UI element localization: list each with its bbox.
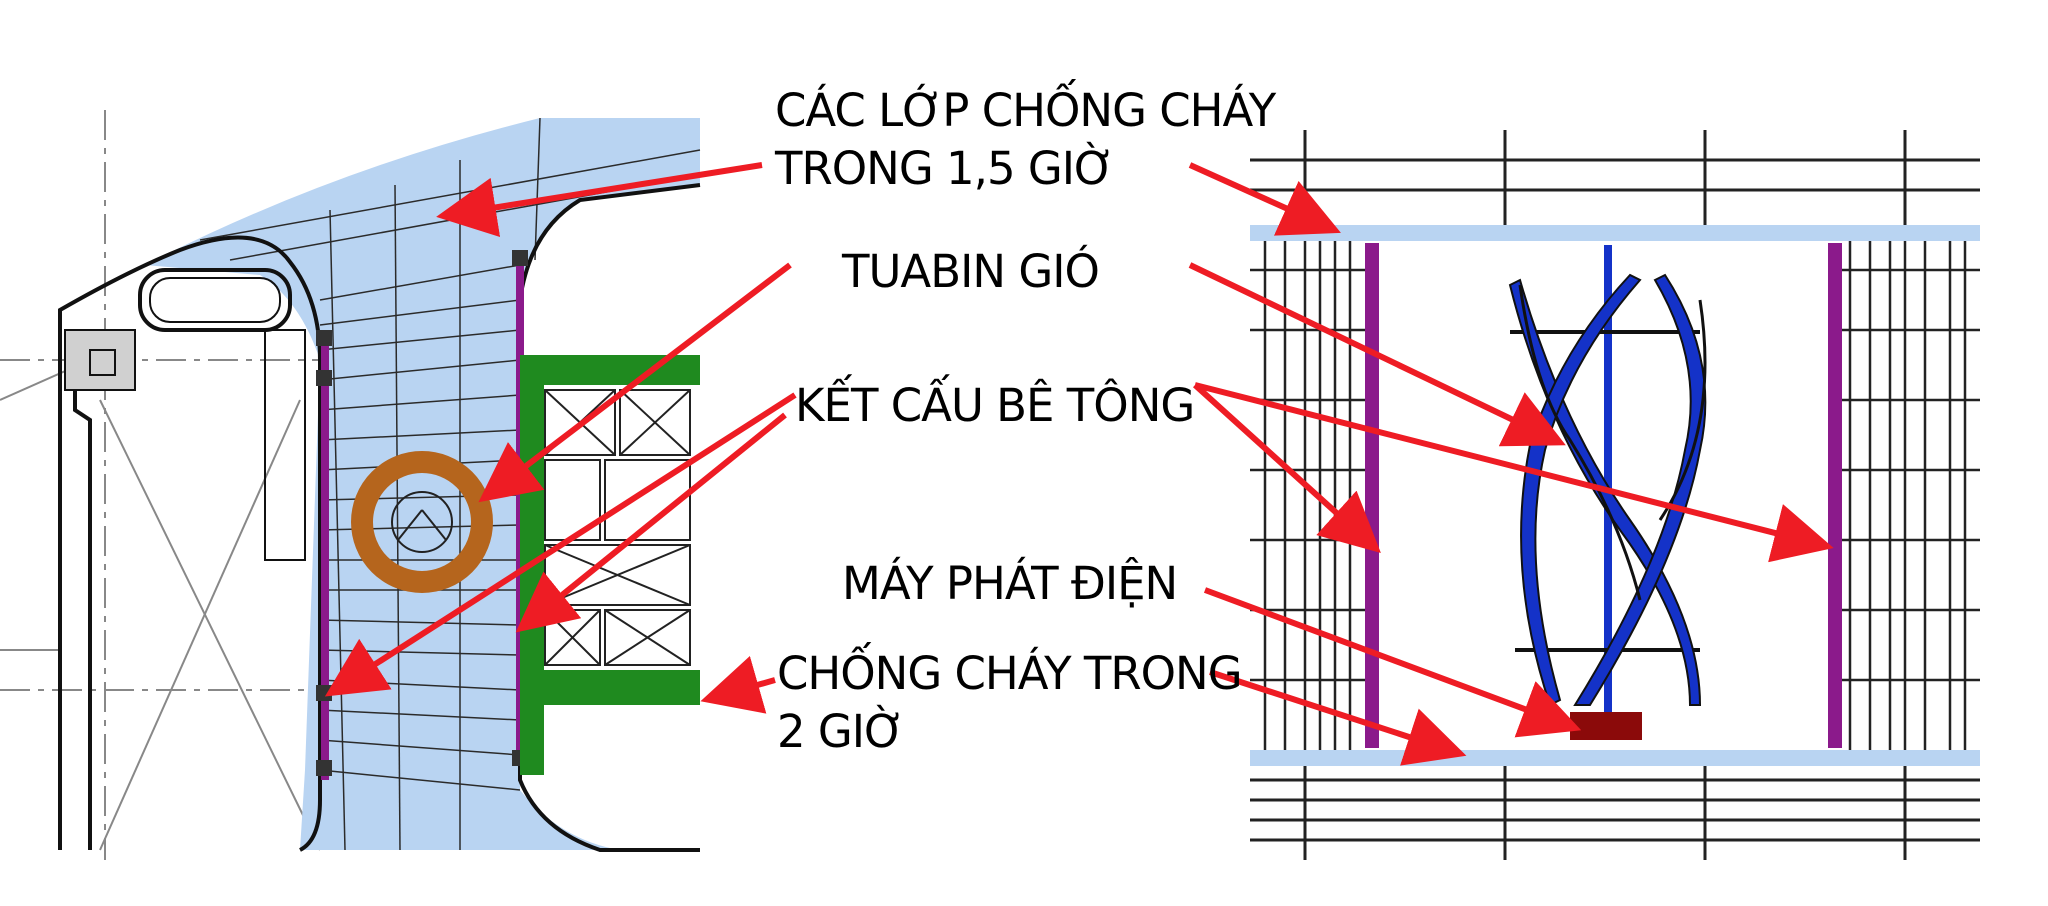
arrow-fire-layers-left (436, 162, 763, 238)
building-plan-drawing (0, 110, 701, 860)
arrow-fire-2h-left (700, 655, 776, 714)
arrow-concrete-2 (515, 412, 787, 633)
arrow-fire-layers-right (1188, 162, 1341, 236)
right-section-wall (1828, 243, 1842, 748)
label-fire-2h-line2: 2 GIỜ (777, 705, 905, 758)
label-concrete-structure: KẾT CẤU BÊ TÔNG (795, 379, 1195, 432)
arrow-concrete-3 (1192, 382, 1381, 554)
generator-block (1570, 712, 1642, 740)
arrow-generator (1203, 587, 1582, 738)
arrow-fire-2h-right (1209, 669, 1467, 766)
arrow-turbine-right (1188, 262, 1566, 447)
label-wind-turbine: TUABIN GIÓ (842, 245, 1100, 298)
turbine-ring-plan (351, 451, 493, 593)
core-frame (520, 355, 700, 775)
left-section-wall (1365, 243, 1379, 748)
label-fire-2h-line1: CHỐNG CHÁY TRONG (777, 647, 1243, 700)
arrow-concrete-1 (324, 392, 797, 697)
callout-arrows (324, 162, 1834, 766)
label-fire-layers-line1: CÁC LỚP CHỐNG CHÁY (775, 84, 1276, 137)
arrow-turbine-left (478, 262, 792, 503)
bottom-fire-slab (1250, 750, 1980, 766)
arrow-concrete-4 (1194, 382, 1834, 563)
label-generator: MÁY PHÁT ĐIỆN (842, 557, 1178, 610)
label-fire-layers-line2: TRONG 1,5 GIỜ (775, 142, 1115, 195)
top-fire-slab (1250, 225, 1980, 241)
